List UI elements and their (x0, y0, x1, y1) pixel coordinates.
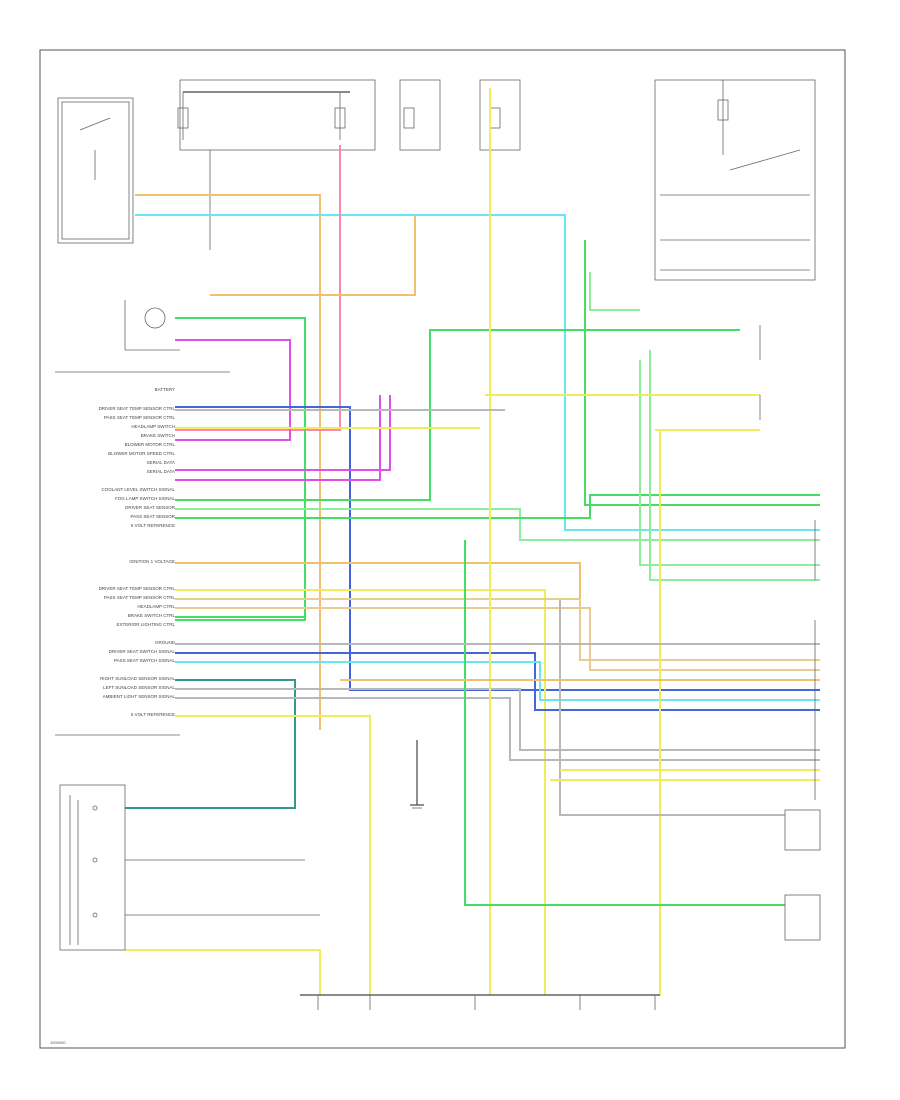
label-20: GROUND (155, 640, 176, 645)
label-23: RIGHT SUNLOAD SENSOR SIGNAL (100, 676, 175, 681)
fuse-block-1 (177, 79, 376, 151)
label-7: SERIAL DATA (147, 460, 175, 465)
label-26: 5 VOLT REFERENCE (131, 712, 175, 717)
lower-right-component-2 (784, 894, 821, 941)
label-24: LEFT SUNLOAD SENSOR SIGNAL (103, 685, 175, 690)
fuse-block-2 (399, 79, 441, 151)
wire-ltgreen-13 (589, 272, 640, 311)
left-sensor (124, 300, 180, 351)
label-19: EXTERIOR LIGHTING CTRL (116, 622, 175, 627)
right-connectors (759, 325, 816, 800)
left-labels: BATTERY DRIVER SEAT TEMP SENSOR CTRL PAS… (99, 387, 176, 717)
label-4: BRAKE SWITCH (141, 433, 175, 438)
label-9: COOLANT LEVEL SWITCH SIGNAL (101, 487, 175, 492)
wire-gray-33 (559, 600, 785, 816)
wire-gray-25 (175, 697, 820, 761)
lower-left-sensor (59, 784, 320, 951)
wire-green-11 (175, 494, 820, 519)
footer-code: 1000000 (50, 1040, 66, 1045)
label-6: BLOWER MOTOR SPEED CTRL (108, 451, 175, 456)
wires (125, 88, 820, 995)
wire-green-32 (464, 540, 785, 906)
label-12: PASS SEAT SENSOR (130, 514, 175, 519)
label-8: SERIAL DATA (147, 469, 175, 474)
wire-orange-0 (135, 194, 321, 730)
wire-orange-3 (210, 215, 416, 296)
wire-yellow-31 (125, 949, 321, 995)
wire-green-9 (175, 329, 740, 501)
label-5: BLOWER MOTOR CTRL (125, 442, 176, 447)
label-15: DRIVER SEAT TEMP SENSOR CTRL (99, 586, 176, 591)
fuse-block-4 (654, 79, 816, 281)
wire-yellow-17 (175, 589, 546, 995)
label-3: HEADLAMP SWITCH (131, 424, 175, 429)
label-25: AMBIENT LIGHT SENSOR SIGNAL (103, 694, 176, 699)
wire-tan-18 (175, 598, 820, 661)
label-14: IGNITION 1 VOLTAGE (129, 559, 175, 564)
wire-orange-16 (175, 562, 581, 600)
fuse-block-3 (479, 79, 521, 151)
label-10: FOG LAMP SWITCH SIGNAL (115, 496, 175, 501)
label-18: BRAKE SWITCH CTRL (128, 613, 176, 618)
label-1: DRIVER SEAT TEMP SENSOR CTRL (99, 406, 176, 411)
left-connector-bar (55, 371, 230, 736)
wire-tan-19 (175, 607, 820, 671)
diagram-frame (39, 49, 846, 1049)
wire-magenta-7 (175, 395, 381, 481)
wire-ltgreen-15 (649, 350, 820, 581)
label-13: 5 VOLT REFERENCE (131, 523, 175, 528)
wire-blue-6 (175, 406, 820, 691)
label-16: PASS SEAT TEMP SENSOR CTRL (104, 595, 176, 600)
wire-gray-24 (175, 688, 820, 751)
wire-magenta-5 (175, 339, 291, 441)
upper-left-component (57, 97, 220, 250)
label-17: HEADLAMP CTRL (137, 604, 175, 609)
label-11: DRIVER SEAT SENSOR (125, 505, 176, 510)
wire-pink-2 (175, 145, 341, 431)
lower-right-component-1 (784, 809, 821, 851)
wire-ltgreen-10 (175, 508, 820, 541)
bottom-bus (300, 994, 660, 1010)
ground-center (410, 740, 424, 809)
wire-ltgreen-14 (639, 360, 820, 566)
wire-yellow-26 (175, 715, 371, 995)
wire-cyan-1 (135, 214, 820, 531)
wire-dkgreen-23 (125, 679, 296, 809)
wire-blue-21 (175, 652, 820, 711)
label-22: PASS SEAT SWITCH SIGNAL (114, 658, 176, 663)
wire-green-12 (584, 240, 820, 506)
label-21: DRIVER SEAT SWITCH SIGNAL (109, 649, 176, 654)
label-2: PASS SEAT TEMP SENSOR CTRL (104, 415, 176, 420)
wire-magenta-8 (175, 395, 391, 471)
label-0: BATTERY (155, 387, 175, 392)
